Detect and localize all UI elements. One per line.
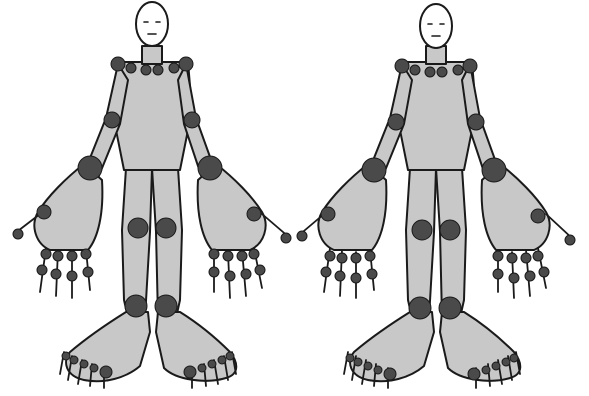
right-toe-l2-joint: [354, 358, 362, 366]
right-clavicle-right-joint: [453, 65, 463, 75]
right-toe-r1-joint: [510, 354, 518, 362]
right-finger-l4b-joint: [367, 269, 377, 279]
right-toe-l4-joint: [374, 366, 382, 374]
right-sternum-joint-1: [425, 67, 435, 77]
left-finger-l2-joint: [53, 251, 63, 261]
right-thumb-right-joint: [565, 235, 575, 245]
right-thumb-left-joint: [297, 231, 307, 241]
right-ankle-left-joint: [409, 297, 431, 319]
right-elbow-left-joint: [388, 114, 404, 130]
left-leg: [406, 168, 436, 318]
right-finger-l2-joint: [337, 253, 347, 263]
left-wrist-right-joint: [198, 156, 222, 180]
left-finger-r2b-joint: [225, 271, 235, 281]
left-finger-l1b-joint: [37, 265, 47, 275]
left-finger-r1b-joint: [209, 267, 219, 277]
right-wrist-left-joint: [362, 158, 386, 182]
left-knee-right-joint: [156, 218, 176, 238]
right-foot: [440, 312, 520, 381]
left-finger-l2b-joint: [51, 269, 61, 279]
figure-left: [14, 2, 290, 388]
right-finger-r3b-joint: [525, 271, 535, 281]
right-shoulder-left-joint: [395, 59, 409, 73]
left-toe-r2-joint: [218, 356, 226, 364]
left-knee-left-joint: [128, 218, 148, 238]
right-toe-l3-joint: [364, 362, 372, 370]
left-toe-l1-joint: [62, 352, 70, 360]
right-clavicle-left-joint: [410, 65, 420, 75]
right-toe-l1-joint: [346, 354, 354, 362]
right-finger-r4-joint: [533, 251, 543, 261]
right-knee-left-joint: [412, 220, 432, 240]
left-toe-r3-joint: [208, 360, 216, 368]
right-finger-l3b-joint: [351, 273, 361, 283]
right-hand-right-side-joint: [531, 209, 545, 223]
left-toe-l3-joint: [80, 360, 88, 368]
right-ankle-right-joint: [439, 297, 461, 319]
right-toe-r3-joint: [492, 362, 500, 370]
left-elbow-right-joint: [184, 112, 200, 128]
left-finger-l4b-joint: [83, 267, 93, 277]
right-finger-l1b-joint: [321, 267, 331, 277]
right-finger-r4b-joint: [539, 267, 549, 277]
right-finger-r1-joint: [493, 251, 503, 261]
left-thumb-right-joint: [281, 233, 291, 243]
left-toe-l2-joint: [70, 356, 78, 364]
head: [136, 2, 168, 46]
left-hand-left-side-joint: [37, 205, 51, 219]
right-finger-r3-joint: [521, 253, 531, 263]
left-toe-r5-joint: [184, 366, 196, 378]
right-toe-r5-joint: [468, 368, 480, 380]
left-finger-r4b-joint: [255, 265, 265, 275]
right-leg: [436, 168, 466, 318]
left-toe-r1-joint: [226, 352, 234, 360]
left-toe-l5-joint: [100, 366, 112, 378]
right-toe-r4-joint: [482, 366, 490, 374]
left-thumb-left-joint: [13, 229, 23, 239]
left-finger-r2-joint: [223, 251, 233, 261]
right-wrist-right-joint: [482, 158, 506, 182]
left-finger-r3b-joint: [241, 269, 251, 279]
left-ankle-right-joint: [155, 295, 177, 317]
left-finger-l1-joint: [41, 249, 51, 259]
neck: [142, 46, 162, 64]
left-shoulder-right-joint: [179, 57, 193, 71]
left-finger-l4-joint: [81, 249, 91, 259]
left-ankle-left-joint: [125, 295, 147, 317]
right-hand-left-side-joint: [321, 207, 335, 221]
right-finger-r2-joint: [507, 253, 517, 263]
figure-right: [298, 4, 574, 388]
left-sternum-joint-2: [153, 65, 163, 75]
left-toe-r4-joint: [198, 364, 206, 372]
right-sternum-joint-2: [437, 67, 447, 77]
left-finger-r1-joint: [209, 249, 219, 259]
left-finger-l3b-joint: [67, 271, 77, 281]
left-finger-r3-joint: [237, 251, 247, 261]
left-clavicle-left-joint: [126, 63, 136, 73]
left-toe-l4-joint: [90, 364, 98, 372]
left-wrist-left-joint: [78, 156, 102, 180]
right-knee-right-joint: [440, 220, 460, 240]
left-finger-r4-joint: [249, 249, 259, 259]
right-finger-r1b-joint: [493, 269, 503, 279]
left-finger-l3-joint: [67, 251, 77, 261]
right-shoulder-right-joint: [463, 59, 477, 73]
right-elbow-right-joint: [468, 114, 484, 130]
right-finger-l2b-joint: [335, 271, 345, 281]
left-sternum-joint-1: [141, 65, 151, 75]
right-finger-r2b-joint: [509, 273, 519, 283]
right-finger-l1-joint: [325, 251, 335, 261]
right-finger-l4-joint: [365, 251, 375, 261]
left-clavicle-right-joint: [169, 63, 179, 73]
right-toe-r2-joint: [502, 358, 510, 366]
left-shoulder-left-joint: [111, 57, 125, 71]
head: [420, 4, 452, 48]
left-hand-right-side-joint: [247, 207, 261, 221]
left-elbow-left-joint: [104, 112, 120, 128]
right-finger-l3-joint: [351, 253, 361, 263]
right-toe-l5-joint: [384, 368, 396, 380]
